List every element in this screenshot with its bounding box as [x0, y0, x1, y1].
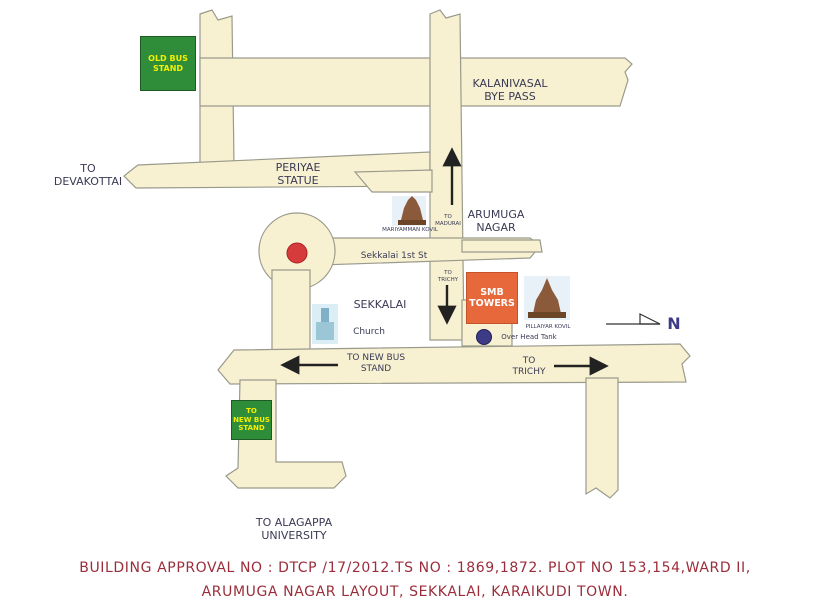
church-label: Church — [353, 327, 385, 337]
road-kalanivasal — [199, 57, 633, 107]
road-network — [123, 9, 691, 499]
road-main-east-west — [217, 343, 691, 385]
footer-approval-line: BUILDING APPROVAL NO : DTCP /17/2012.TS … — [79, 560, 751, 576]
road-periyae-branch — [353, 169, 433, 193]
road-sekkalai-west — [271, 269, 311, 353]
road-arumuga-branch — [461, 239, 543, 253]
mariyamman-kovil-label: MARIYAMMAN KOVIL — [382, 227, 438, 233]
sekkalai-1st-st-label: Sekkalai 1st St — [360, 251, 428, 261]
sekkalai-label: SEKKALAI — [353, 298, 407, 311]
footer-address-line: ARUMUGA NAGAR LAYOUT, SEKKALAI, KARAIKUD… — [201, 584, 629, 600]
smb-towers-box: SMB TOWERS — [466, 272, 518, 324]
new-bus-stand-box: TO NEW BUS STAND — [231, 400, 272, 440]
direction-arrows — [280, 147, 609, 376]
over-head-tank-label: Over Head Tank — [501, 333, 557, 341]
north-label: N — [667, 314, 681, 333]
mariyamman-temple-icon — [392, 196, 426, 226]
old-bus-stand-box: OLD BUS STAND — [140, 36, 196, 91]
pillaiyar-temple-icon — [524, 276, 570, 320]
road-to-trichy-south — [585, 377, 619, 499]
roundabout-marker-icon — [286, 242, 308, 264]
church-icon — [312, 304, 338, 344]
over-head-tank-icon — [476, 329, 492, 345]
north-indicator — [606, 313, 661, 325]
pillaiyar-kovil-label: PILLAIYAR KOVIL — [525, 324, 571, 330]
